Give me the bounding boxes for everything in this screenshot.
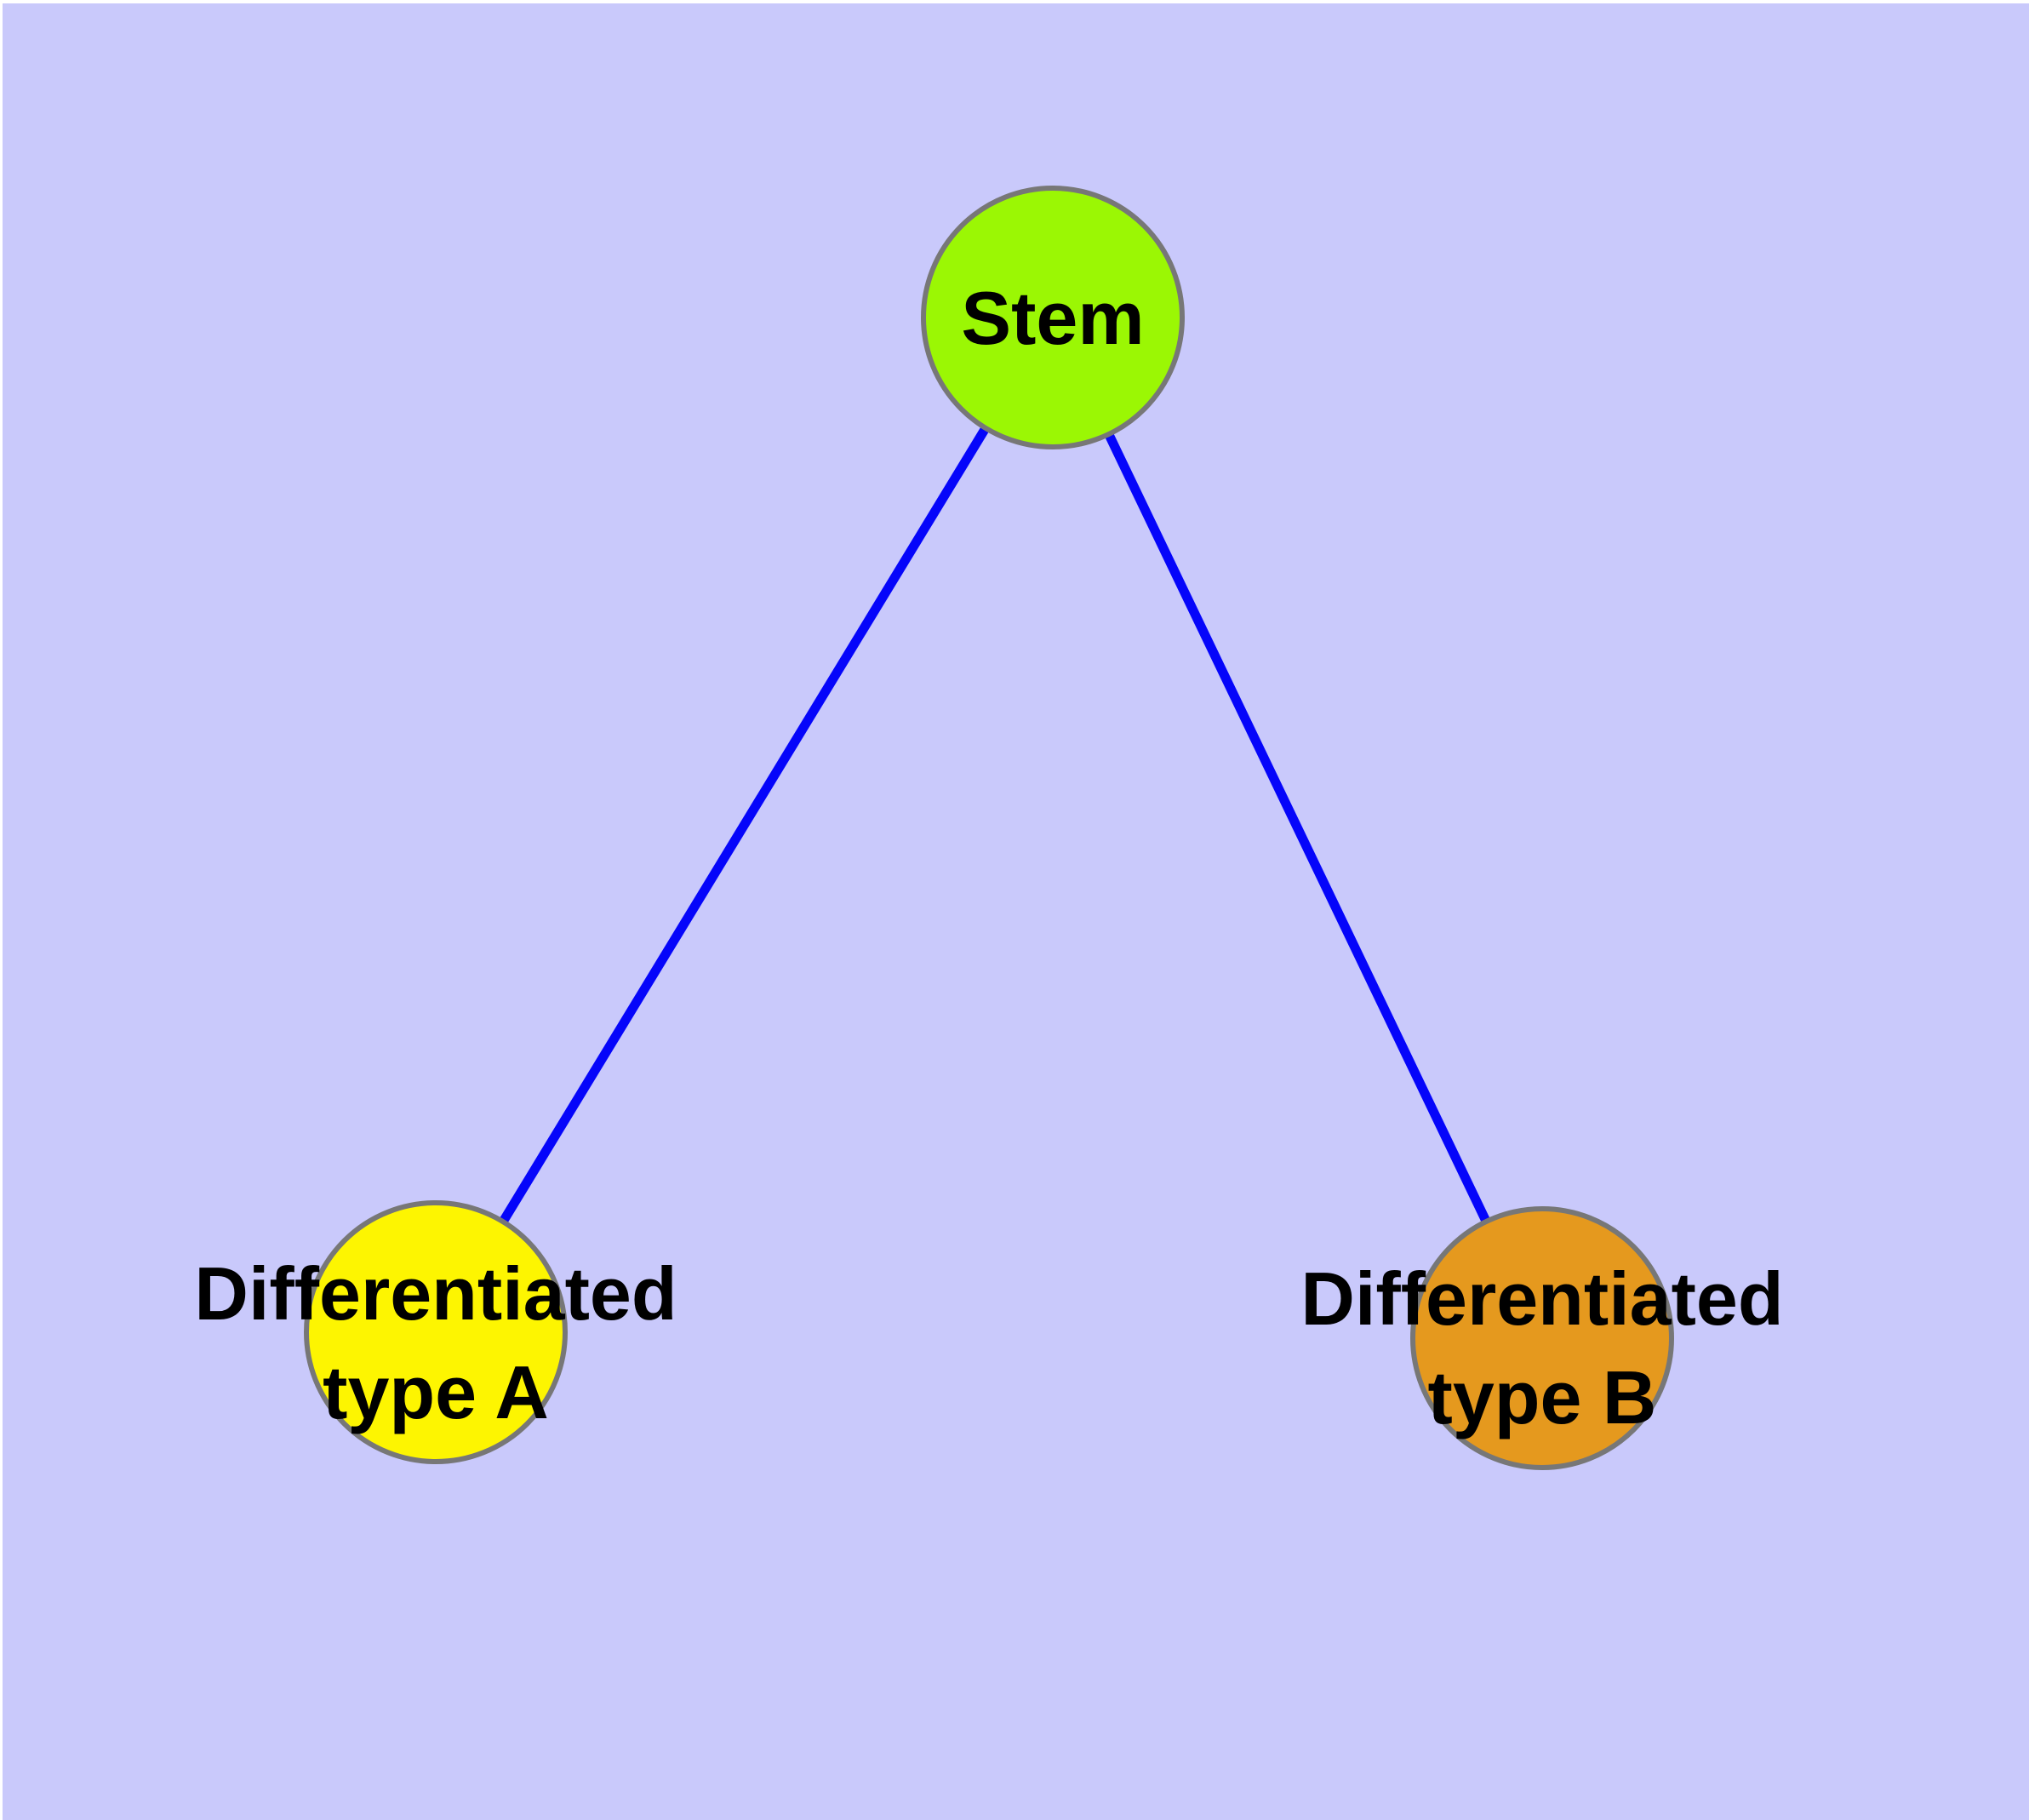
node-differentiated-type-b — [1410, 1206, 1674, 1470]
node-stem — [921, 186, 1185, 449]
edge-stem-to-type-a — [432, 315, 1057, 1335]
label-stem: Stem — [961, 276, 1144, 360]
label-differentiated-type-b-line2: type B — [1428, 1355, 1657, 1439]
label-differentiated-type-a-line1: Differentiated — [194, 1251, 677, 1336]
label-differentiated-type-a-line2: type A — [323, 1350, 549, 1434]
edge-stem-to-type-b — [1049, 315, 1546, 1341]
label-differentiated-type-b-line1: Differentiated — [1300, 1256, 1783, 1341]
node-differentiated-type-a — [304, 1200, 568, 1464]
